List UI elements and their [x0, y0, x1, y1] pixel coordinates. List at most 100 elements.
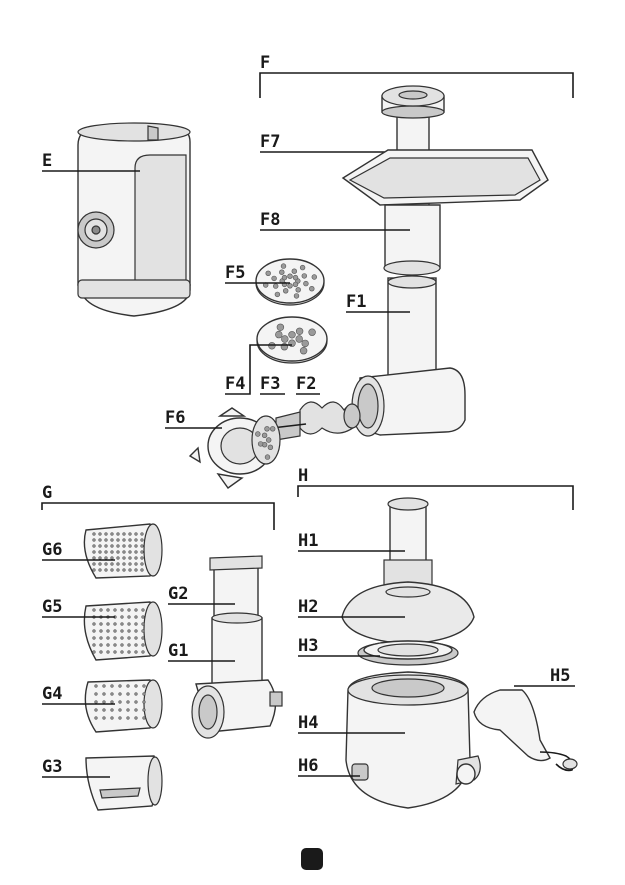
g5-grater-hole [121, 644, 124, 647]
g5-grater-hole [128, 651, 131, 654]
g6-grater-hole [117, 569, 120, 572]
g6-grater-hole [105, 569, 108, 572]
g4-grater-hole [111, 709, 114, 712]
g6-grater-hole [99, 533, 102, 536]
label-H: H [298, 466, 308, 486]
part-e-motor-body [78, 123, 190, 316]
g5-grater-hole [100, 644, 103, 647]
g6-grater-hole [129, 569, 132, 572]
g4-grater-hole [135, 693, 138, 696]
g5-grater-hole [93, 651, 96, 654]
g6-grater-hole [135, 569, 138, 572]
g4-grater-hole [127, 685, 130, 688]
f5-plate-hole [296, 287, 301, 292]
g5-grater-hole [100, 623, 103, 626]
g6-grater-hole [135, 533, 138, 536]
g6-grater-hole [129, 539, 132, 542]
g5-grater-hole [107, 623, 110, 626]
g6-grater-hole [135, 539, 138, 542]
label-G3: G3 [42, 757, 62, 777]
part-g3-cone [86, 756, 162, 810]
g6-grater-hole [105, 533, 108, 536]
part-g2-pusher [210, 556, 262, 618]
g5-grater-hole [142, 616, 145, 619]
part-f1-body [352, 276, 465, 436]
label-G: G [42, 483, 52, 503]
label-E: E [42, 151, 52, 171]
g6-grater-hole [123, 533, 126, 536]
g6-grater-hole [111, 569, 114, 572]
g6-grater-hole [99, 557, 102, 560]
g6-grater-hole [111, 533, 114, 536]
g4-grater-hole [119, 709, 122, 712]
label-H5: H5 [550, 666, 570, 686]
g6-grater-hole [111, 557, 114, 560]
f4-plate-hole [296, 328, 303, 335]
g6-grater-hole [117, 551, 120, 554]
part-f6-ring [190, 408, 280, 488]
f5-plate-hole [273, 284, 278, 289]
g5-grater-hole [100, 630, 103, 633]
f5-plate-hole [302, 274, 307, 279]
g6-grater-hole [129, 545, 132, 548]
f5-plate-hole [293, 282, 298, 287]
g5-grater-hole [128, 637, 131, 640]
label-G4: G4 [42, 684, 62, 704]
g6-grater-hole [129, 533, 132, 536]
g4-grater-hole [119, 693, 122, 696]
part-h2-lid [342, 582, 474, 644]
f6-plate-hole [262, 433, 267, 438]
g6-grater-hole [93, 533, 96, 536]
g4-grater-hole [95, 701, 98, 704]
g4-grater-hole [103, 717, 106, 720]
label-H3: H3 [298, 636, 318, 656]
g6-grater-hole [135, 557, 138, 560]
g5-grater-hole [100, 609, 103, 612]
g5-grater-hole [135, 644, 138, 647]
f5-plate-hole [304, 281, 309, 286]
g5-grater-hole [93, 609, 96, 612]
g6-grater-hole [93, 539, 96, 542]
part-h5-brush [474, 690, 577, 770]
f5-plate-hole [300, 265, 305, 270]
g6-grater-hole [111, 539, 114, 542]
label-F7: F7 [260, 132, 280, 152]
g5-grater-hole [128, 623, 131, 626]
g6-grater-hole [99, 569, 102, 572]
f4-plate-hole [300, 347, 307, 354]
g4-grater-hole [127, 717, 130, 720]
label-F: F [260, 53, 270, 73]
g4-grater-hole [95, 685, 98, 688]
g6-grater-hole [135, 551, 138, 554]
f5-plate-hole [272, 276, 277, 281]
g4-grater-hole [143, 709, 146, 712]
g5-grater-hole [142, 623, 145, 626]
g5-grater-hole [93, 644, 96, 647]
g5-grater-hole [114, 651, 117, 654]
label-F8: F8 [260, 210, 280, 230]
g6-grater-hole [117, 557, 120, 560]
group-h-bracket [298, 486, 573, 510]
g4-grater-hole [103, 709, 106, 712]
f5-plate-hole [288, 283, 293, 288]
g5-grater-hole [135, 637, 138, 640]
g6-grater-hole [141, 569, 144, 572]
part-h6-lever [352, 764, 368, 780]
label-G6: G6 [42, 540, 62, 560]
f5-plate-hole [275, 292, 280, 297]
g6-grater-hole [141, 551, 144, 554]
g6-grater-hole [141, 539, 144, 542]
g5-grater-hole [93, 623, 96, 626]
g6-grater-hole [111, 551, 114, 554]
g5-grater-hole [121, 609, 124, 612]
g6-grater-hole [99, 551, 102, 554]
g4-grater-hole [135, 701, 138, 704]
g4-grater-hole [119, 717, 122, 720]
g4-grater-hole [143, 685, 146, 688]
g4-grater-hole [103, 701, 106, 704]
g4-grater-hole [119, 701, 122, 704]
f5-plate-hole [281, 264, 286, 269]
g6-grater-hole [123, 557, 126, 560]
g4-grater-hole [111, 693, 114, 696]
